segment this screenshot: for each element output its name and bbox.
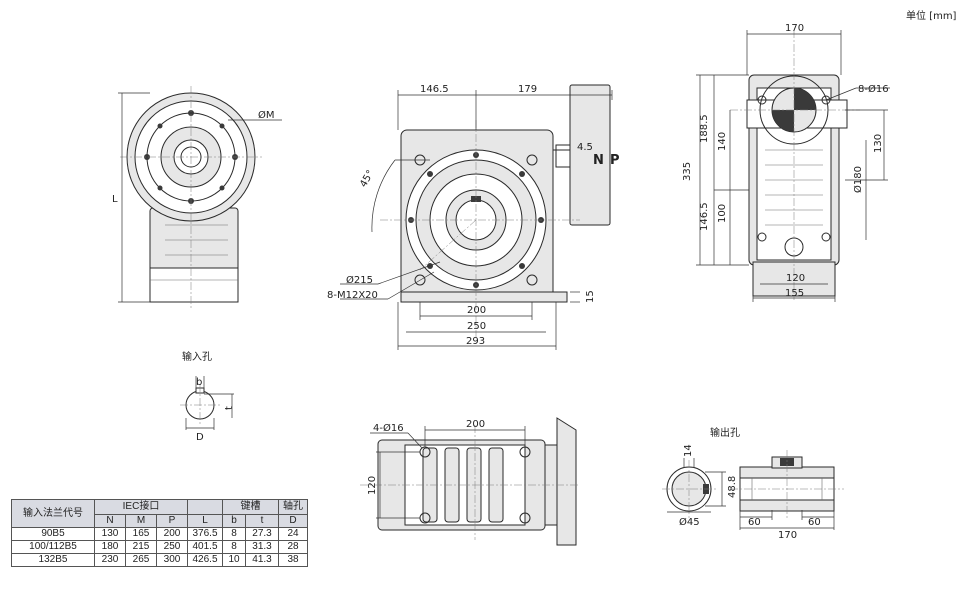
dim-293: 293 — [466, 336, 485, 347]
dim-60a: 60 — [748, 517, 761, 528]
table-row: 132B5 230 265 300 426.5 10 41.3 38 — [11, 553, 308, 567]
dim-170b: 170 — [778, 530, 797, 541]
dim-100: 100 — [717, 204, 728, 223]
cell-D: 38 — [278, 553, 308, 567]
cell-M: 265 — [125, 553, 157, 567]
table-row: 100/112B5 180 215 250 401.5 8 31.3 28 — [11, 540, 308, 554]
col-b: b — [222, 514, 246, 528]
view-input-hole — [180, 376, 234, 430]
view-bottom — [360, 417, 580, 546]
caption-output-hole: 输出孔 — [710, 426, 740, 439]
dim-4-5: 4.5 — [577, 142, 593, 153]
col-D: D — [278, 514, 308, 528]
dim-146-5: 146.5 — [420, 84, 449, 95]
table-header-row: 输入法兰代号 IEC接口 键槽 轴孔 — [11, 499, 308, 528]
view-main-front — [340, 84, 613, 350]
cell-b: 8 — [222, 540, 246, 554]
dim-L: L — [112, 194, 118, 205]
dim-N: N — [593, 153, 604, 168]
cell-M: 165 — [125, 527, 157, 541]
view-side — [696, 30, 890, 302]
cell-P: 250 — [156, 540, 188, 554]
dim-146-5b: 146.5 — [699, 202, 710, 231]
cell-P: 200 — [156, 527, 188, 541]
dim-120b: 120 — [367, 476, 378, 495]
header-iec: IEC接口 — [94, 499, 188, 515]
dim-60b: 60 — [808, 517, 821, 528]
col-M: M — [125, 514, 157, 528]
cell-t: 41.3 — [245, 553, 279, 567]
header-flange-code: 输入法兰代号 — [11, 499, 95, 528]
dim-45deg: 45° — [358, 168, 376, 189]
header-blank — [187, 499, 223, 515]
table-row: 90B5 130 165 200 376.5 8 27.3 24 — [11, 527, 308, 541]
dim-phiM: ØM — [258, 109, 275, 121]
dim-b: b — [196, 377, 202, 388]
dim-170-top: 170 — [785, 23, 804, 34]
cell-b: 10 — [222, 553, 246, 567]
dim-t-in: t — [224, 406, 235, 410]
dim-200b: 200 — [466, 419, 485, 430]
dim-phi180: Ø180 — [852, 166, 864, 193]
dim-m12: 8-M12X20 — [327, 290, 378, 301]
view-output-section — [730, 450, 844, 530]
dim-120: 120 — [786, 273, 805, 284]
cell-t: 27.3 — [245, 527, 279, 541]
cell-D: 28 — [278, 540, 308, 554]
cell-N: 130 — [94, 527, 126, 541]
spec-table: 输入法兰代号 IEC接口 键槽 轴孔 N M P L b t D 90B5 13… — [11, 499, 308, 567]
unit-label: 单位 [mm] — [906, 9, 957, 22]
dim-179: 179 — [518, 84, 537, 95]
col-P: P — [156, 514, 188, 528]
dim-188-5: 188.5 — [699, 114, 710, 143]
dim-200: 200 — [467, 305, 486, 316]
cell-N: 180 — [94, 540, 126, 554]
cell-code: 132B5 — [11, 553, 95, 567]
dim-P: P — [610, 153, 620, 168]
dim-D: D — [196, 432, 204, 443]
dim-48-8: 48.8 — [727, 476, 738, 498]
cell-N: 230 — [94, 553, 126, 567]
header-shaft-hole: 轴孔 — [278, 499, 308, 515]
view-output-hole — [662, 458, 726, 518]
dim-155: 155 — [785, 288, 804, 299]
dim-phi215: Ø215 — [346, 274, 373, 286]
cell-L: 401.5 — [187, 540, 223, 554]
cell-P: 300 — [156, 553, 188, 567]
cell-t: 31.3 — [245, 540, 279, 554]
col-L: L — [187, 514, 223, 528]
dim-phi16-8: 8-Ø16 — [858, 83, 889, 95]
cell-code: 100/112B5 — [11, 540, 95, 554]
col-t: t — [245, 514, 279, 528]
dim-phi16-4: 4-Ø16 — [373, 422, 404, 434]
cell-M: 215 — [125, 540, 157, 554]
caption-input-hole: 输入孔 — [182, 350, 212, 363]
dim-250: 250 — [467, 321, 486, 332]
dim-130: 130 — [873, 134, 884, 153]
dim-335: 335 — [682, 162, 693, 181]
cell-b: 8 — [222, 527, 246, 541]
col-N: N — [94, 514, 126, 528]
dim-14: 14 — [683, 444, 694, 457]
dim-140: 140 — [717, 132, 728, 151]
view-input-flange — [118, 86, 282, 310]
cell-D: 24 — [278, 527, 308, 541]
header-keyway: 键槽 — [222, 499, 279, 515]
cell-L: 426.5 — [187, 553, 223, 567]
cell-code: 90B5 — [11, 527, 95, 541]
cell-L: 376.5 — [187, 527, 223, 541]
dim-15: 15 — [585, 290, 596, 303]
dim-phi45: Ø45 — [679, 516, 700, 528]
